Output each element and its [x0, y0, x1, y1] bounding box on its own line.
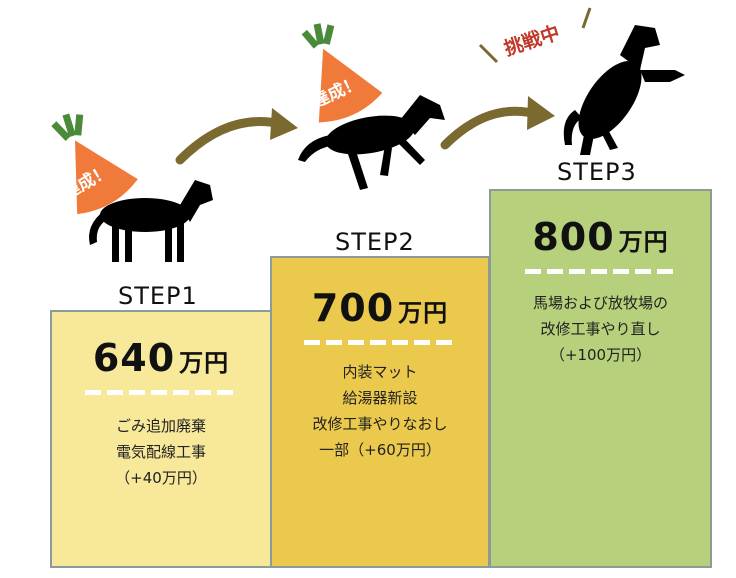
horse-rearing-icon — [563, 25, 685, 155]
step2-description: 内装マット給湯器新設改修工事やりなおし一部（+60万円） — [312, 363, 448, 459]
arrow-head-icon — [270, 108, 298, 140]
dashed-divider — [524, 269, 677, 274]
step2-label: STEP2 — [335, 228, 415, 256]
horse-galloping-icon — [298, 95, 445, 190]
step1-label: STEP1 — [118, 282, 198, 310]
horse-standing-icon — [89, 180, 213, 262]
arrow-icon — [175, 117, 290, 165]
arrow-head-icon — [527, 96, 555, 130]
carrot-icon — [301, 23, 383, 123]
step3-description: 馬場および放牧場の改修工事やり直し（+100万円） — [532, 294, 668, 364]
slash-icon — [581, 7, 592, 29]
step1-description: ごみ追加廃棄電気配線工事（+40万円） — [115, 417, 207, 487]
dashed-divider — [85, 390, 237, 395]
carrot-icon — [51, 113, 138, 215]
dashed-divider — [304, 340, 456, 345]
step3-label: STEP3 — [557, 158, 637, 186]
arrow-icon — [440, 106, 545, 150]
slash-icon — [478, 43, 499, 64]
